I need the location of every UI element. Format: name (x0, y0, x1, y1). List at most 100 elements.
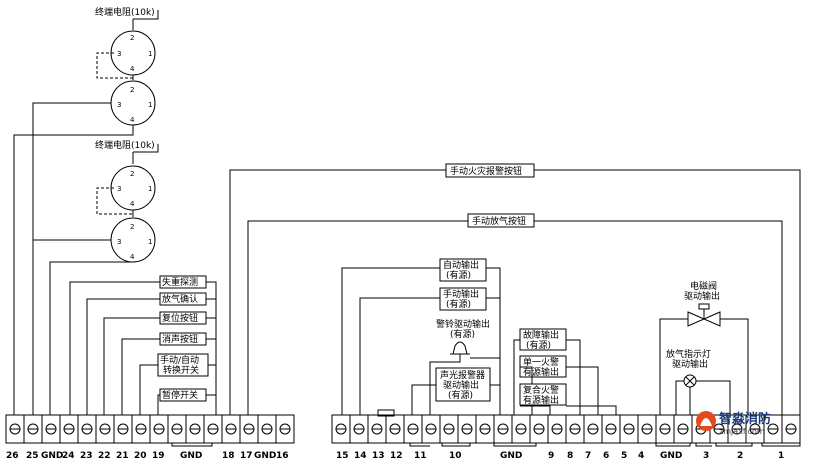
terminal-label-22: 22 (98, 451, 111, 461)
svg-text:有源输出: 有源输出 (523, 366, 559, 378)
terminal-screw (275, 414, 295, 444)
terminal-screw (5, 414, 25, 444)
svg-text:复位按钮: 复位按钮 (162, 312, 198, 324)
detector-4: 2 1 3 4 (110, 217, 156, 263)
detector-2: 2 1 3 4 (110, 80, 156, 126)
svg-text:1: 1 (148, 185, 152, 193)
auto-output-box: 自动输出 (有源) (439, 258, 487, 282)
terminal-screw (673, 414, 693, 444)
svg-text:失重探测: 失重探测 (162, 276, 198, 288)
svg-text:(有源): (有源) (448, 389, 473, 401)
terminal-label-24: 24 (62, 451, 75, 461)
fault-output-box: 故障输出 (有源) (519, 328, 567, 351)
terminal-screw (349, 414, 369, 444)
terminal-screw (131, 414, 151, 444)
terminal-screw (185, 414, 205, 444)
terminal-screw (149, 414, 169, 444)
svg-text:3: 3 (117, 238, 121, 246)
terminal-label-2: 2 (737, 451, 743, 461)
terminal-resistor-label-1: 终端电阻(10k) (95, 6, 155, 18)
svg-text:手动输出: 手动输出 (443, 288, 479, 300)
terminal-screw (59, 414, 79, 444)
terminal-label-gnd-4: GND (500, 451, 522, 461)
svg-text:2: 2 (130, 170, 134, 178)
svg-text:2: 2 (130, 223, 134, 231)
terminal-screw (511, 414, 531, 444)
terminal-resistor-label-2: 终端电阻(10k) (95, 139, 155, 151)
svg-text:故障输出: 故障输出 (523, 329, 559, 341)
svg-text:手动放气按钮: 手动放气按钮 (472, 215, 526, 227)
svg-text:(有源): (有源) (450, 328, 475, 340)
svg-text:手动火灾报警按钮: 手动火灾报警按钮 (450, 165, 522, 177)
svg-text:自动输出: 自动输出 (443, 259, 479, 271)
svg-text:驱动输出: 驱动输出 (684, 290, 720, 302)
terminal-label-9: 9 (548, 451, 554, 461)
lamp-icon (683, 374, 697, 388)
terminal-label-14: 14 (354, 451, 367, 461)
svg-text:(有源): (有源) (446, 298, 471, 310)
terminal-screw (655, 414, 675, 444)
terminal-label-15: 15 (336, 451, 349, 461)
input-pause-switch: 暂停开关 (159, 388, 207, 402)
terminal-screw (257, 414, 277, 444)
bell-icon (450, 341, 470, 355)
strobe-output-box: 声光报警器 驱动输出 (有源) (435, 367, 491, 402)
terminal-label-gnd-2: GND (180, 451, 202, 461)
watermark-url: zmjaxf.com (719, 427, 765, 436)
solenoid-valve-label: 电磁阀 (690, 280, 717, 292)
svg-text:手动/自动: 手动/自动 (160, 354, 199, 366)
svg-text:3: 3 (117, 185, 121, 193)
release-indicator-label: 放气指示灯 (666, 348, 711, 360)
svg-text:1: 1 (148, 50, 152, 58)
terminal-screw (385, 414, 405, 444)
manual-release-button: 手动放气按钮 (467, 213, 535, 228)
terminal-screw (781, 414, 801, 444)
svg-text:(有源): (有源) (526, 339, 551, 351)
terminal-label-16: 16 (276, 451, 289, 461)
svg-text:2: 2 (130, 34, 134, 42)
svg-text:3: 3 (117, 50, 121, 58)
terminal-label-23: 23 (80, 451, 93, 461)
svg-text:4: 4 (130, 65, 135, 73)
detector-1: 2 1 3 4 (110, 30, 156, 76)
terminal-screw (221, 414, 241, 444)
svg-text:1: 1 (148, 238, 152, 246)
svg-text:单一火警: 单一火警 (523, 356, 559, 368)
terminal-label-12: 12 (390, 451, 403, 461)
svg-text:驱动输出: 驱动输出 (443, 379, 479, 391)
terminal-screw (113, 414, 133, 444)
solenoid-valve-icon (687, 303, 721, 327)
svg-text:4: 4 (130, 116, 135, 124)
terminal-label-20: 20 (134, 451, 147, 461)
terminal-label-11: 11 (414, 451, 427, 461)
terminal-label-19: 19 (152, 451, 165, 461)
svg-text:有源输出: 有源输出 (523, 394, 559, 406)
terminal-screw (41, 414, 61, 444)
terminal-screw (493, 414, 513, 444)
terminal-label-5: 5 (621, 451, 627, 461)
svg-text:2: 2 (130, 86, 134, 94)
svg-text:声光报警器: 声光报警器 (440, 369, 485, 381)
terminal-screw (565, 414, 585, 444)
terminal-screw (403, 414, 423, 444)
svg-text:(有源): (有源) (446, 269, 471, 281)
terminal-label-17: 17 (240, 451, 253, 461)
input-release-confirm: 放气确认 (159, 292, 207, 306)
terminal-screw (331, 414, 351, 444)
terminal-screw (583, 414, 603, 444)
manual-fire-alarm-button: 手动火灾报警按钮 (445, 163, 535, 178)
terminal-screw (601, 414, 621, 444)
svg-text:1: 1 (148, 101, 152, 109)
terminal-label-4: 4 (638, 451, 644, 461)
svg-text:复合火警: 复合火警 (523, 384, 559, 396)
svg-text:消声按钮: 消声按钮 (162, 333, 198, 345)
terminal-label-3: 3 (703, 451, 709, 461)
terminal-screw (367, 414, 387, 444)
svg-text:3: 3 (117, 101, 121, 109)
detector-3: 2 1 3 4 (110, 165, 156, 211)
input-loss-of-weight: 失重探测 (159, 275, 207, 289)
terminal-label-10: 10 (449, 451, 462, 461)
terminal-screw (475, 414, 495, 444)
terminal-screw (23, 414, 43, 444)
